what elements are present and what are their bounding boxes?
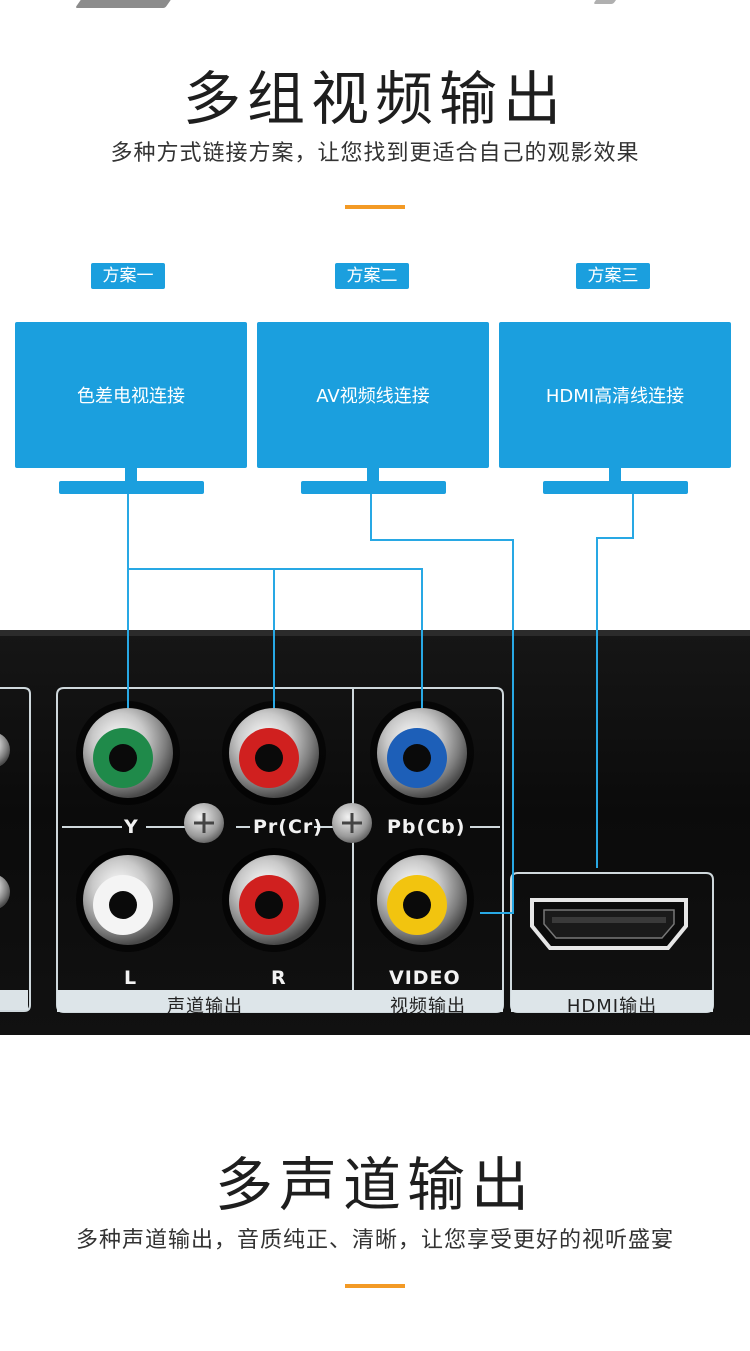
hdmi-group-outline [510,872,714,1013]
jack-pr-red [222,701,326,805]
connection-lines [127,630,598,914]
plan-label-1: 方案一 [91,263,165,289]
section2-accent-bar [345,1284,405,1288]
monitor-1-text: 色差电视连接 [77,386,185,407]
device-back-panel [0,630,750,1035]
label-y: Y [124,816,139,838]
section1-title: 多组视频输出 [182,65,567,133]
device-panel-graphics [0,630,714,1013]
top-product-crop [0,0,750,14]
monitor-1-neck [125,468,137,482]
rca-group-outline [56,687,504,1013]
hdmi-port [530,898,688,950]
group-label-hdmi: HDMI输出 [566,996,658,1017]
jack-r-red [222,848,326,952]
monitor-2-text: AV视频线连接 [316,386,430,407]
plan-label-2: 方案二 [335,263,409,289]
section2-title: 多声道输出 [214,1151,535,1219]
jack-l-white [76,848,180,952]
connection-lines-upper [127,494,634,634]
jack-y-green [76,701,180,805]
section2-subtitle: 多种声道输出，音质纯正、清晰，让您享受更好的视听盛宴 [75,1228,674,1253]
jack-pb-blue [370,701,474,805]
monitor-2-base [301,481,446,494]
device-panel-top-edge [0,630,750,636]
monitor-3-base [543,481,688,494]
label-r: R [271,967,287,989]
label-video: VIDEO [389,967,461,989]
section1-subtitle: 多种方式链接方案，让您找到更适合自己的观影效果 [110,141,640,166]
monitor-3: HDMI高清线连接 [499,322,731,468]
screw-1 [184,803,224,843]
monitor-2: AV视频线连接 [257,322,489,468]
label-pb: Pb(Cb) [387,816,466,838]
jack-video-yellow [370,848,474,952]
label-pr: Pr(Cr) [253,816,323,838]
label-l: L [124,967,138,989]
monitor-3-neck [609,468,621,482]
section1-accent-bar [345,205,405,209]
monitor-3-text: HDMI高清线连接 [545,386,685,407]
monitor-2-neck [367,468,379,482]
left-jack-group [0,687,31,1012]
monitor-1: 色差电视连接 [15,322,247,468]
group-label-audio: 声道输出 [167,996,243,1017]
plan-label-3: 方案三 [576,263,650,289]
monitor-1-base [59,481,204,494]
group-label-video: 视频输出 [390,996,466,1017]
screw-2 [332,803,372,843]
